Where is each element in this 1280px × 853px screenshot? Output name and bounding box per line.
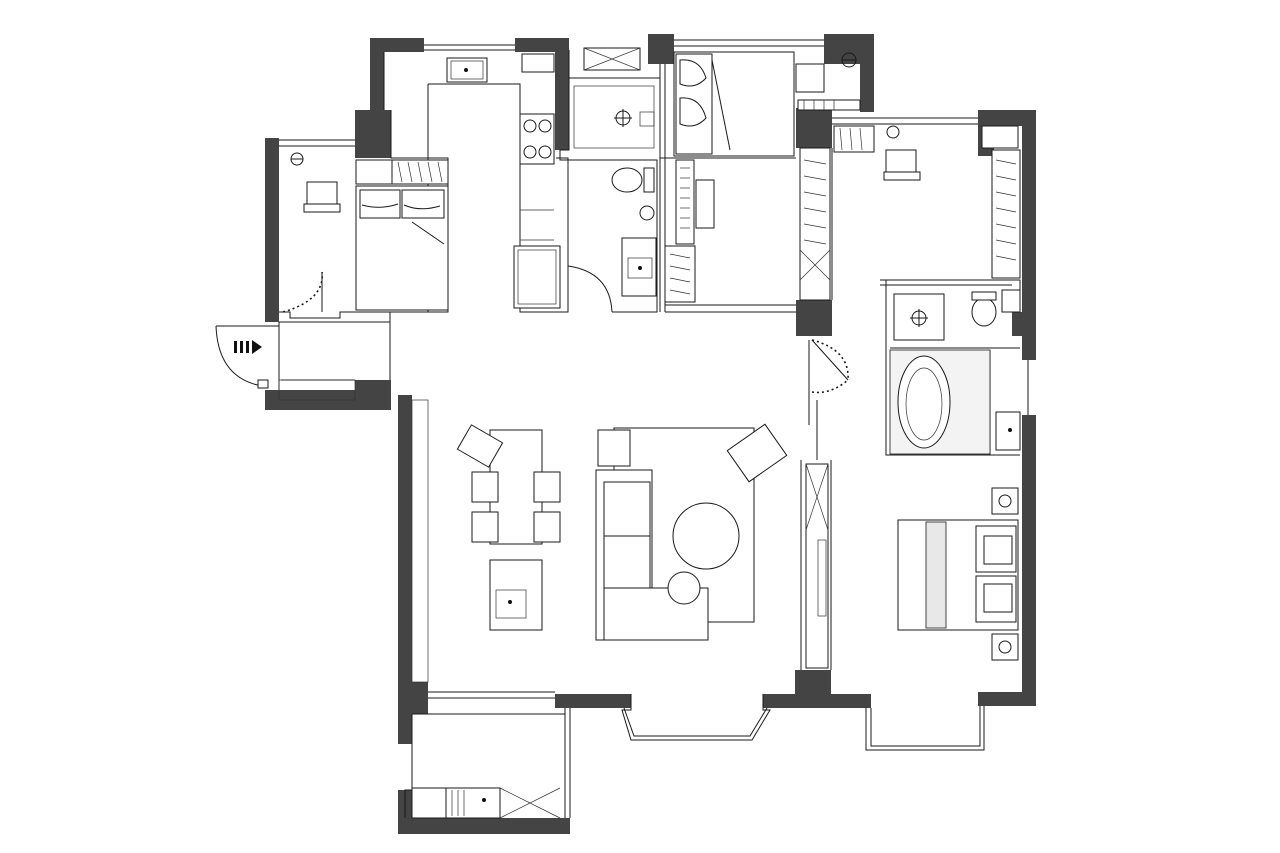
middle-bathroom (583, 47, 657, 297)
interior-lines (278, 39, 1029, 818)
middle-bedroom (664, 51, 861, 303)
master-suite (799, 125, 1021, 661)
balcony (411, 787, 561, 819)
left-bedroom (290, 152, 449, 311)
kitchen (446, 53, 561, 309)
living-dining (456, 423, 829, 669)
doors (215, 265, 849, 394)
entry-arrow-icon (234, 340, 262, 354)
